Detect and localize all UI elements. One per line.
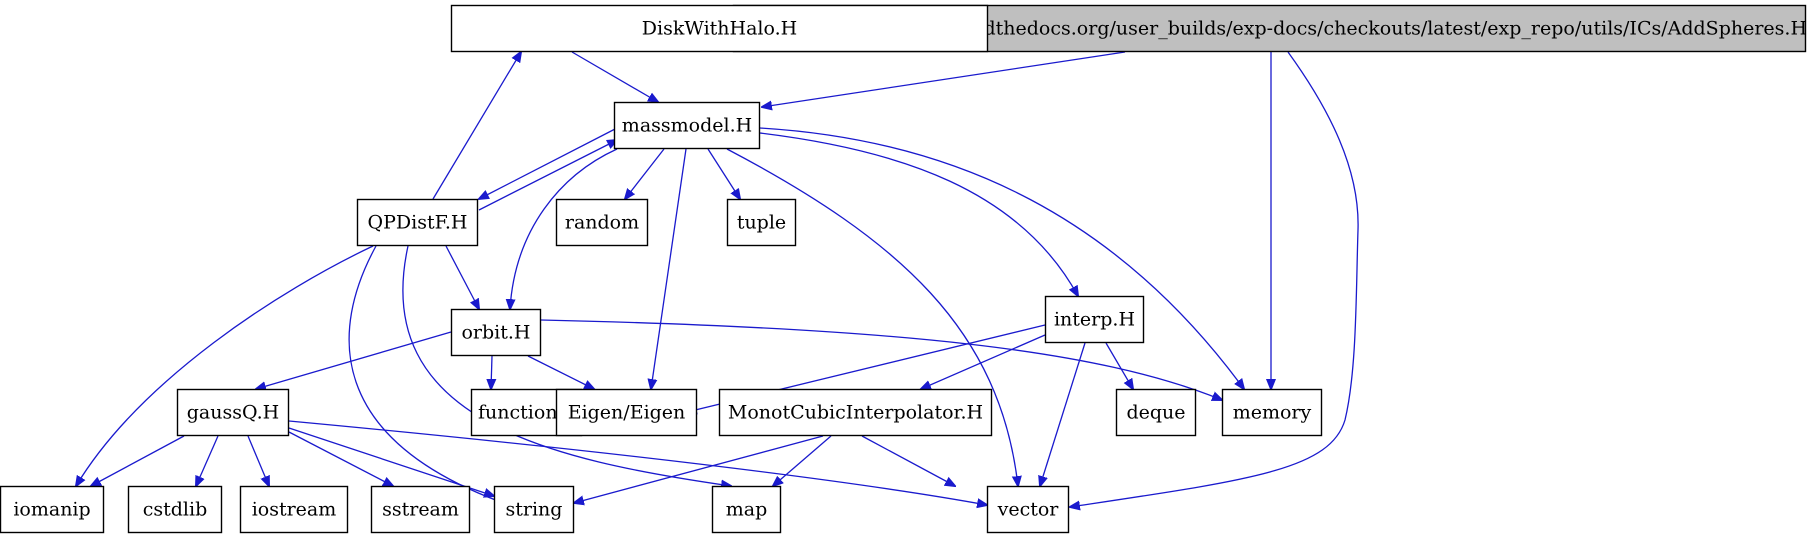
node-string[interactable]: string: [493, 485, 575, 534]
edge-gaussq-to-vector: [288, 420, 987, 505]
node-iomanip[interactable]: iomanip: [0, 485, 105, 534]
node-box: [450, 308, 542, 357]
edge-gaussq-to-cstdlib: [196, 435, 219, 486]
node-box: [493, 485, 575, 534]
node-label: map: [726, 499, 768, 521]
node-box: [718, 388, 993, 437]
node-orbit[interactable]: orbit.H: [450, 308, 542, 357]
node-disk[interactable]: DiskWithHalo.H: [450, 4, 989, 53]
node-label: functional: [478, 402, 575, 424]
node-box: [555, 198, 649, 247]
node-label: QPDistF.H: [368, 212, 468, 234]
node-label: memory: [1233, 402, 1312, 424]
node-label: massmodel.H: [622, 115, 752, 137]
node-box: [1044, 295, 1145, 344]
edge-interp-to-deque: [1105, 342, 1133, 389]
edge-monot-to-map: [773, 435, 832, 486]
edge-monot-to-vector: [861, 435, 955, 486]
node-label: iostream: [252, 499, 337, 521]
edge-root-to-massmodel: [762, 51, 1126, 107]
node-cstdlib[interactable]: cstdlib: [127, 485, 223, 534]
node-box: [711, 485, 782, 534]
edge-disk-to-massmodel: [571, 51, 658, 102]
edge-gaussq-to-string: [288, 427, 494, 496]
node-label: /home/docs/checkouts/readthedocs.org/use…: [732, 18, 1807, 40]
node-label: vector: [997, 499, 1060, 521]
node-sstream[interactable]: sstream: [370, 485, 471, 534]
edge-massmodel-to-vector: [726, 148, 1018, 486]
node-box: [1115, 388, 1197, 437]
edge-massmodel-to-interp: [759, 132, 1078, 296]
node-box: [613, 101, 761, 150]
edge-root-to-vector: [1070, 51, 1359, 507]
node-box: [450, 4, 989, 53]
node-label: sstream: [382, 499, 459, 521]
edge-qpdist-to-map: [402, 245, 731, 486]
edge-orbit-to-gaussq: [256, 331, 452, 389]
node-label: orbit.H: [461, 322, 530, 344]
node-box: [127, 485, 223, 534]
edge-massmodel-to-tuple: [707, 148, 740, 199]
node-box: [176, 388, 290, 437]
edge-gaussq-to-iomanip: [91, 435, 185, 486]
node-label: deque: [1126, 402, 1185, 424]
node-qpdist[interactable]: QPDistF.H: [356, 198, 479, 247]
node-label: string: [506, 499, 563, 521]
node-label: gaussQ.H: [187, 402, 279, 424]
node-deque[interactable]: deque: [1115, 388, 1197, 437]
edge-monot-to-string: [574, 435, 824, 503]
node-box: [370, 485, 471, 534]
node-label: DiskWithHalo.H: [642, 18, 797, 40]
edge-qpdist-to-iomanip: [76, 245, 374, 486]
node-box: [1221, 388, 1323, 437]
edge-massmodel-to-eigen: [651, 148, 687, 389]
edge-interp-to-vector: [1040, 342, 1086, 486]
node-eigen[interactable]: Eigen/Eigen: [555, 388, 698, 437]
node-gaussq[interactable]: gaussQ.H: [176, 388, 290, 437]
edge-qpdist-to-string: [348, 245, 509, 505]
edge-massmodel-to-qpdist: [479, 127, 618, 199]
edge-qpdist-to-massmodel: [478, 140, 617, 211]
node-monot[interactable]: MonotCubicInterpolator.H: [718, 388, 993, 437]
node-random[interactable]: random: [555, 198, 649, 247]
node-map[interactable]: map: [711, 485, 782, 534]
edge-qpdist-to-disk: [432, 52, 521, 200]
node-tuple[interactable]: tuple: [726, 198, 797, 247]
edge-orbit-to-functional: [491, 355, 492, 389]
node-massmodel[interactable]: massmodel.H: [613, 101, 761, 150]
edge-orbit-to-eigen: [527, 355, 594, 389]
node-box: [555, 388, 698, 437]
node-label: MonotCubicInterpolator.H: [728, 402, 983, 424]
node-label: random: [565, 212, 639, 234]
edge-interp-to-monot: [921, 334, 1046, 389]
node-label: interp.H: [1054, 309, 1135, 331]
edge-massmodel-to-orbit: [510, 148, 618, 309]
node-box: [726, 198, 797, 247]
node-root[interactable]: /home/docs/checkouts/readthedocs.org/use…: [732, 4, 1807, 53]
edge-gaussq-to-iostream: [247, 435, 269, 486]
node-box: [356, 198, 479, 247]
nodes: /home/docs/checkouts/readthedocs.org/use…: [0, 4, 1807, 534]
node-memory[interactable]: memory: [1221, 388, 1323, 437]
node-label: cstdlib: [143, 499, 208, 521]
edge-orbit-to-memory: [540, 319, 1222, 400]
edge-gaussq-to-sstream: [288, 431, 393, 486]
node-box: [0, 485, 105, 534]
node-box: [986, 485, 1070, 534]
node-iostream[interactable]: iostream: [239, 485, 349, 534]
node-vector[interactable]: vector: [986, 485, 1070, 534]
node-box: [239, 485, 349, 534]
edge-qpdist-to-orbit: [445, 245, 479, 309]
node-label: Eigen/Eigen: [568, 402, 686, 424]
node-label: iomanip: [13, 499, 90, 521]
node-label: tuple: [737, 212, 786, 234]
edge-massmodel-to-memory: [759, 127, 1244, 389]
edge-massmodel-to-random: [625, 148, 665, 199]
node-interp[interactable]: interp.H: [1044, 295, 1145, 344]
